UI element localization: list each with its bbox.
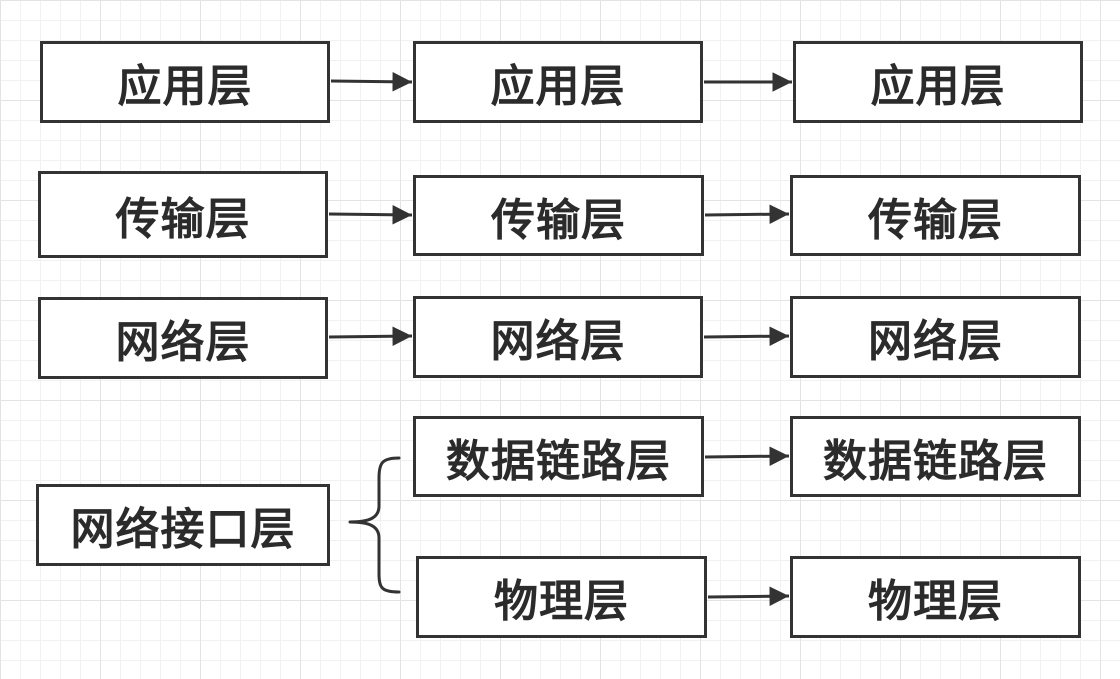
box-label: 传输层 bbox=[868, 194, 1003, 246]
box-label: 传输层 bbox=[491, 194, 626, 246]
middle-box-network: 网络层 bbox=[413, 296, 703, 378]
left-box-transport: 传输层 bbox=[38, 171, 328, 258]
box-label: 应用层 bbox=[870, 61, 1006, 112]
box-label: 物理层 bbox=[868, 576, 1003, 627]
arrow-application-left-to-middle bbox=[330, 72, 413, 92]
box-label: 应用层 bbox=[117, 61, 253, 112]
middle-box-transport: 传输层 bbox=[413, 175, 704, 256]
right-box-network: 网络层 bbox=[790, 296, 1081, 378]
left-box-network: 网络层 bbox=[38, 297, 328, 379]
right-box-transport: 传输层 bbox=[790, 175, 1081, 256]
right-box-application: 应用层 bbox=[793, 41, 1083, 123]
left-box-application: 应用层 bbox=[40, 41, 330, 123]
middle-box-application: 应用层 bbox=[413, 41, 703, 123]
box-label: 数据链路层 bbox=[446, 435, 671, 487]
box-label: 物理层 bbox=[494, 576, 629, 627]
arrow-network-middle-to-right bbox=[703, 326, 790, 346]
box-label: 网络层 bbox=[490, 316, 626, 367]
box-label: 数据链路层 bbox=[823, 435, 1048, 487]
arrow-transport-middle-to-right bbox=[704, 204, 790, 224]
arrow-transport-left-to-middle bbox=[328, 205, 413, 225]
arrow-physical-middle-to-right bbox=[707, 586, 790, 606]
box-label: 应用层 bbox=[490, 61, 626, 112]
right-box-data-link: 数据链路层 bbox=[790, 416, 1081, 497]
arrow-data-link-middle-to-right bbox=[704, 446, 790, 466]
box-label: 传输层 bbox=[115, 193, 251, 245]
middle-box-data-link: 数据链路层 bbox=[413, 416, 704, 497]
box-label: 网络接口层 bbox=[70, 504, 296, 555]
box-label: 网络层 bbox=[868, 316, 1003, 367]
left-box-network-interface: 网络接口层 bbox=[36, 484, 330, 566]
curly-brace bbox=[348, 456, 401, 594]
middle-box-physical: 物理层 bbox=[416, 556, 707, 638]
arrow-network-left-to-middle bbox=[328, 326, 413, 346]
box-label: 网络层 bbox=[115, 317, 251, 368]
right-box-physical: 物理层 bbox=[790, 556, 1081, 638]
